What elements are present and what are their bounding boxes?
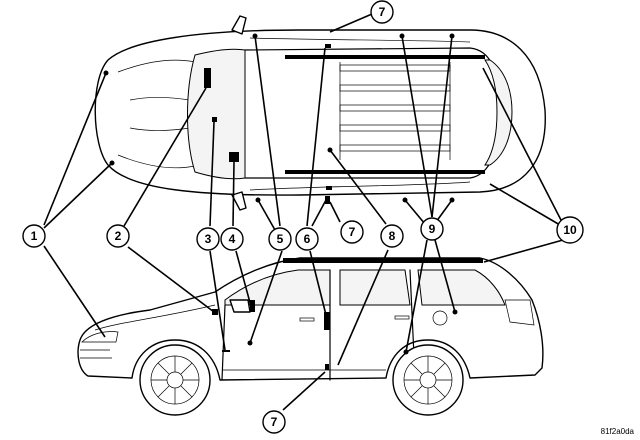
callout-10: 10	[556, 216, 584, 244]
component-marker	[222, 350, 230, 352]
component-marker	[324, 312, 330, 330]
callout-2: 2	[106, 224, 130, 248]
callout-label: 7	[271, 415, 278, 429]
callout-8: 8	[380, 224, 404, 248]
callout-9: 9	[420, 217, 444, 241]
leader-endpoints	[103, 33, 458, 355]
callout-6: 6	[295, 227, 319, 251]
callout-label: 7	[379, 5, 386, 19]
front-wheel	[139, 344, 211, 416]
leader-lines	[43, 13, 564, 411]
component-marker	[325, 44, 331, 48]
callout-label: 9	[429, 222, 436, 236]
component-marker	[204, 68, 211, 88]
callout-5: 5	[268, 227, 292, 251]
callout-label: 1	[31, 229, 38, 243]
component-marker	[250, 300, 255, 312]
top-view-vehicle	[94, 15, 546, 211]
component-marker	[229, 152, 239, 162]
component-marker	[212, 117, 217, 122]
callout-3: 3	[196, 227, 220, 251]
side-view-vehicle	[77, 257, 544, 416]
callout-label: 8	[389, 229, 396, 243]
callout-label: 6	[304, 232, 311, 246]
component-marker	[326, 186, 332, 190]
component-marker	[325, 364, 329, 370]
callout-label: 5	[277, 232, 284, 246]
callout-label: 3	[205, 232, 212, 246]
reference-code: 81f2a0da	[601, 427, 635, 436]
callout-7-bottom: 7	[262, 410, 286, 434]
component-marker	[325, 196, 330, 204]
component-marker	[212, 309, 218, 315]
callout-7-middle: 7	[340, 220, 364, 244]
rear-wheel	[392, 344, 464, 416]
component-markers	[204, 44, 332, 370]
callout-4: 4	[220, 227, 244, 251]
callout-label: 10	[563, 223, 577, 237]
callout-label: 2	[115, 229, 122, 243]
callout-1: 1	[22, 224, 46, 248]
callout-7-top: 7	[370, 0, 394, 24]
callout-label: 4	[229, 232, 236, 246]
callout-label: 7	[349, 225, 356, 239]
